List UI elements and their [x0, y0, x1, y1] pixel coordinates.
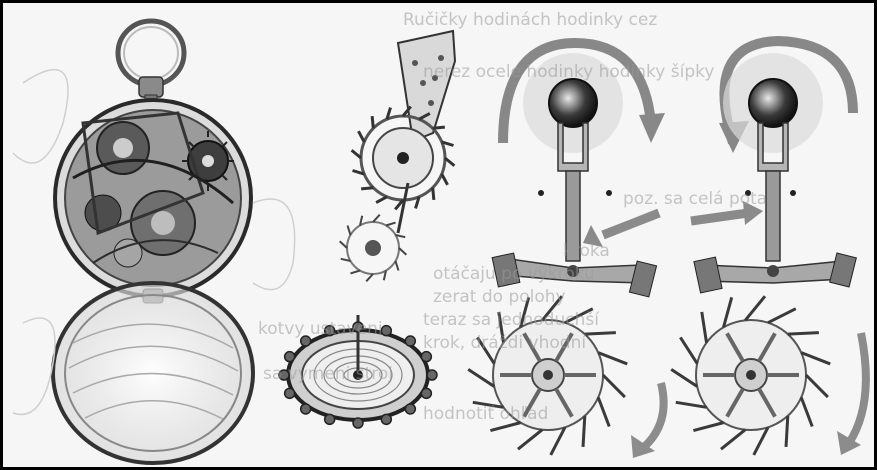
background-text-7: otáčaju po výkroku [433, 263, 595, 286]
escapement-diagram-right-icon [671, 41, 866, 455]
background-text-9: teraz sa jednoduchší [423, 309, 599, 332]
pocket-watch-icon [13, 21, 295, 463]
background-text-6: kroka [563, 240, 610, 263]
background-text-4: sa vymeni stroj [263, 363, 393, 386]
background-text-8: zerat do polohy [433, 286, 566, 309]
background-text-1: Ručičky hodinách hodinky cez [403, 9, 657, 32]
background-text-3: kotvy ustaveni [258, 318, 383, 341]
background-text-2: nerez ocele hodinky hodinky šípky [423, 61, 714, 84]
background-text-5: poz. sa celá potaz [623, 188, 776, 211]
background-text-11: hodnotiť ohľad [423, 403, 548, 426]
background-text-10: krok, dráždi vhodní [423, 332, 586, 355]
